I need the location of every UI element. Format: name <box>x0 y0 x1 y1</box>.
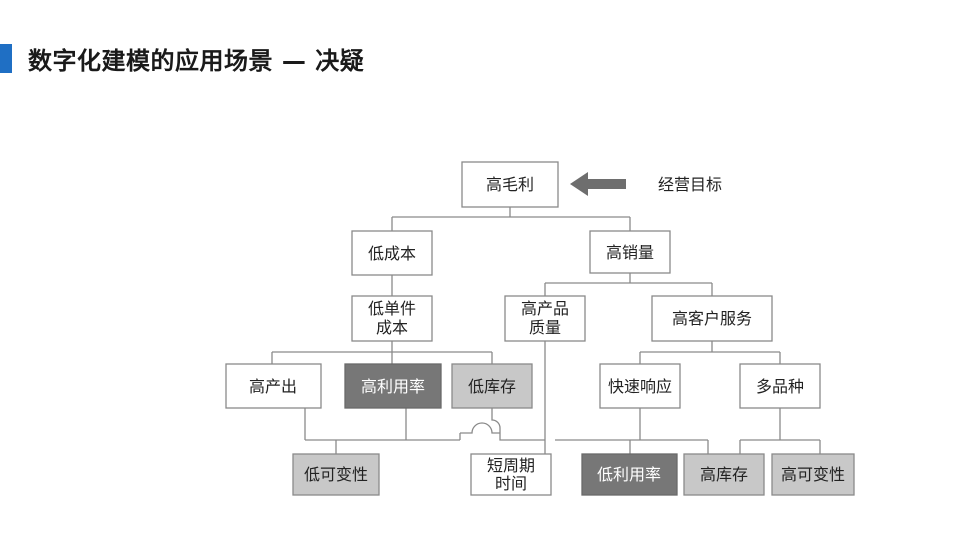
svg-text:低可变性: 低可变性 <box>304 465 368 484</box>
node-high-volume: 高销量 <box>589 230 671 274</box>
svg-text:高利用率: 高利用率 <box>361 377 425 396</box>
svg-text:时间: 时间 <box>495 474 527 493</box>
node-low-utilization: 低利用率 <box>581 453 678 496</box>
node-low-variability: 低可变性 <box>292 453 380 496</box>
node-low-cost: 低成本 <box>351 230 433 276</box>
svg-text:高可变性: 高可变性 <box>781 465 845 484</box>
svg-text:质量: 质量 <box>529 318 561 337</box>
svg-text:低单件: 低单件 <box>368 299 416 318</box>
node-low-inventory: 低库存 <box>451 363 533 409</box>
svg-text:高客户服务: 高客户服务 <box>672 309 752 328</box>
node-high-quality: 高产品 质量 <box>504 295 586 342</box>
svg-text:成本: 成本 <box>376 318 408 337</box>
goal-arrow-icon <box>570 172 626 196</box>
svg-text:高销量: 高销量 <box>606 243 654 262</box>
node-high-utilization: 高利用率 <box>344 363 442 409</box>
svg-text:低利用率: 低利用率 <box>597 465 661 484</box>
node-high-output: 高产出 <box>225 363 322 409</box>
connector-lines <box>271 207 821 454</box>
svg-text:低库存: 低库存 <box>468 377 516 396</box>
svg-text:高产品: 高产品 <box>521 299 569 318</box>
node-high-inventory: 高库存 <box>683 453 765 496</box>
svg-text:低成本: 低成本 <box>368 244 416 263</box>
svg-text:高产出: 高产出 <box>249 377 297 396</box>
goal-label: 经营目标 <box>658 175 722 194</box>
svg-text:高毛利: 高毛利 <box>486 175 534 194</box>
svg-text:快速响应: 快速响应 <box>608 377 672 396</box>
title-accent-bar <box>0 44 12 73</box>
svg-text:高库存: 高库存 <box>700 465 748 484</box>
node-low-unit-cost: 低单件 成本 <box>351 295 433 342</box>
node-high-service: 高客户服务 <box>651 295 773 342</box>
node-fast-response: 快速响应 <box>599 363 681 409</box>
node-high-variability: 高可变性 <box>771 453 855 496</box>
svg-text:多品种: 多品种 <box>756 377 804 396</box>
svg-text:短周期: 短周期 <box>487 456 535 475</box>
node-high-margin: 高毛利 <box>461 161 559 208</box>
node-short-cycle-time: 短周期 时间 <box>470 453 552 496</box>
page-title: 数字化建模的应用场景 — 决疑 <box>28 47 365 75</box>
node-high-variety: 多品种 <box>739 363 821 409</box>
